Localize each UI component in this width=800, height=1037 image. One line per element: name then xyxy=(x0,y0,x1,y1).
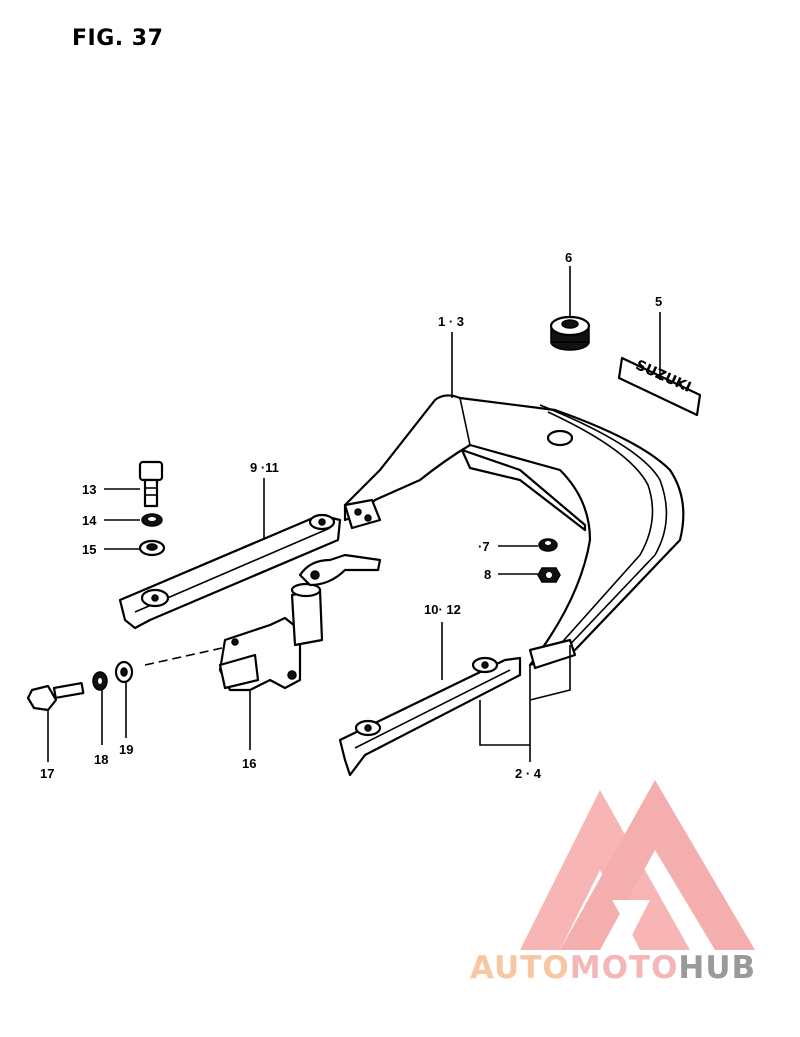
callout-labels: 1 · 3 6 5 9 ·11 13 14 15 ·7 8 10· 12 2 ·… xyxy=(40,250,662,781)
watermark-auto: AUTO xyxy=(470,950,570,986)
callout-14: 14 xyxy=(82,513,97,528)
callout-8: 8 xyxy=(484,567,491,582)
bolt-13-part xyxy=(138,460,164,508)
bracket-left-part xyxy=(118,513,342,630)
washer-18-part xyxy=(92,671,108,691)
grab-rail-part xyxy=(343,394,685,670)
washer-15-part xyxy=(138,539,166,557)
callout-6: 6 xyxy=(565,250,572,265)
nut-8-part xyxy=(537,567,561,583)
callout-5: 5 xyxy=(655,294,662,309)
figure-title: FIG. 37 xyxy=(72,26,164,51)
bolt-17-part xyxy=(26,682,85,712)
bracket-right-part xyxy=(338,656,522,777)
callout-15: 15 xyxy=(82,542,96,557)
watermark-hub: HUB xyxy=(678,950,757,986)
callout-2-4: 2 · 4 xyxy=(515,766,542,781)
washer-19-part xyxy=(114,660,134,684)
rubber-cushion-part xyxy=(549,315,591,351)
seat-lock-part xyxy=(218,553,382,692)
nut-7-part xyxy=(538,538,558,552)
callout-16: 16 xyxy=(242,756,256,771)
watermark-logo-icon xyxy=(520,780,755,950)
callout-1-3: 1 · 3 xyxy=(438,314,464,329)
callout-7: ·7 xyxy=(478,539,490,554)
washer-14-part xyxy=(141,513,163,527)
leader-lines xyxy=(47,266,661,762)
watermark-moto: MOTO xyxy=(569,950,679,986)
callout-17: 17 xyxy=(40,766,54,781)
callout-19: 19 xyxy=(119,742,133,757)
callout-10-12: 10· 12 xyxy=(424,602,461,617)
callout-13: 13 xyxy=(82,482,96,497)
watermark-text: AUTOMOTOHUB xyxy=(470,950,756,986)
callout-18: 18 xyxy=(94,752,108,767)
callout-9-11: 9 ·11 xyxy=(250,460,279,475)
